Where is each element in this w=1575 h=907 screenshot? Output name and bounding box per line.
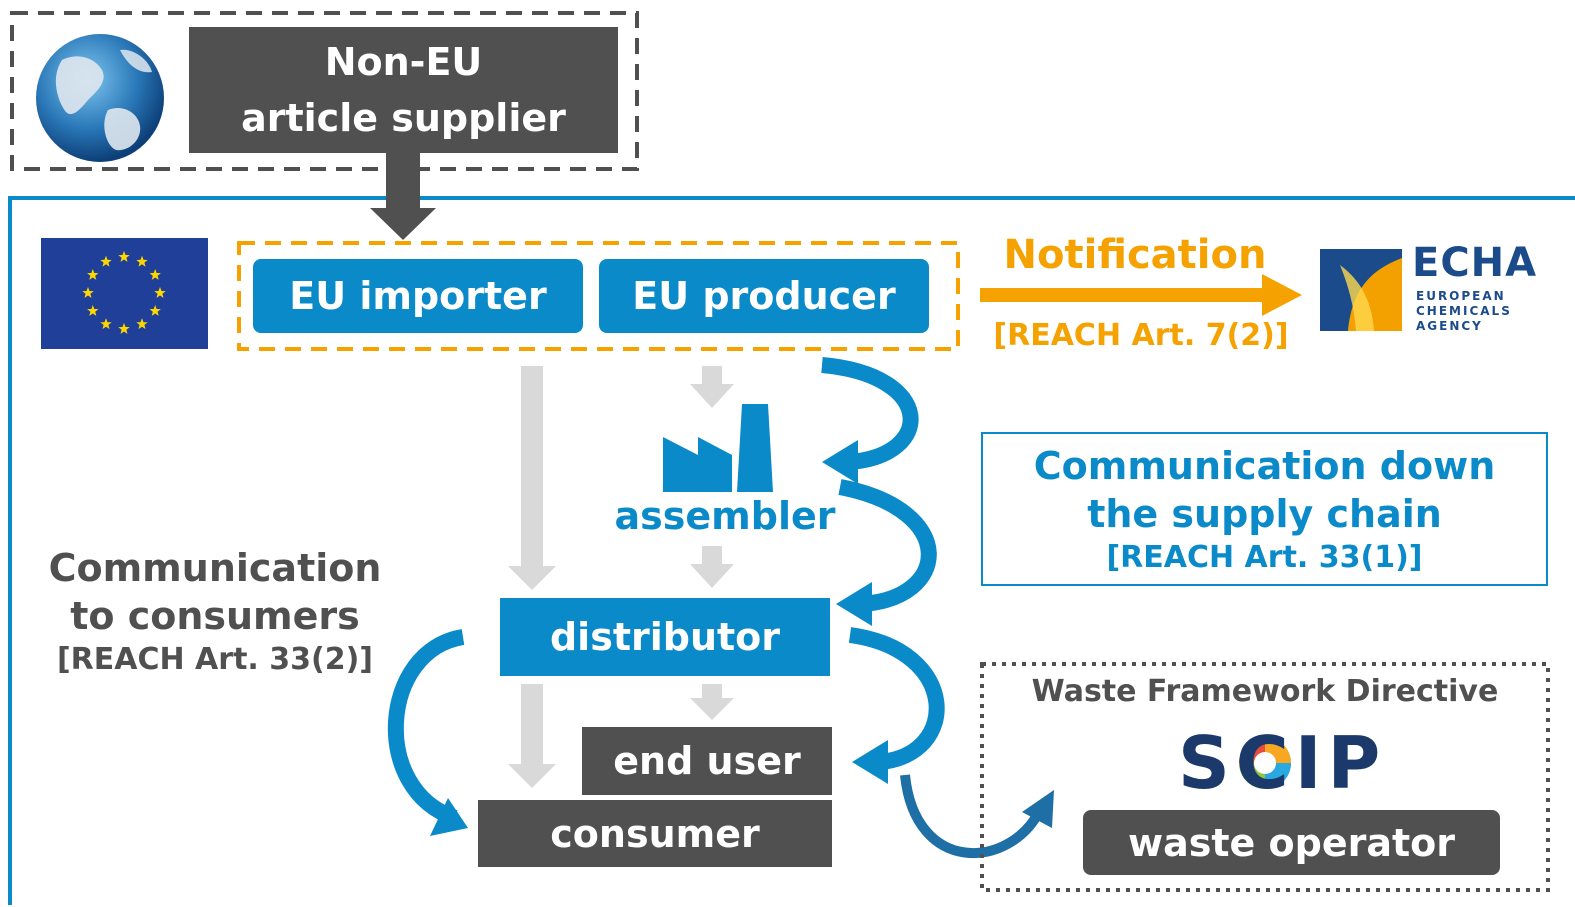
arrow-non-eu-to-eu <box>370 150 436 240</box>
comm-down-ref: [REACH Art. 33(1)] <box>1106 540 1423 575</box>
comm-down-line2: the supply chain <box>1087 492 1442 536</box>
waste-arrow <box>900 774 1045 858</box>
obligated-actors-border <box>237 241 960 351</box>
notification-ref: [REACH Art. 7(2)] <box>993 318 1289 353</box>
end-user-box: end user <box>582 727 832 795</box>
scip-logo-text: SCIP <box>1178 721 1387 805</box>
eu-star <box>149 305 161 316</box>
eu-producer-box: EU producer <box>599 259 929 333</box>
eu-star <box>149 269 161 280</box>
comm-consumers-line2: to consumers <box>70 594 360 638</box>
eu-importer-box: EU importer <box>253 259 583 333</box>
echa-logo-icon <box>1320 249 1402 331</box>
waste-operator-box: waste operator <box>1083 810 1500 875</box>
globe-icon <box>36 34 164 162</box>
eu-star <box>82 287 94 298</box>
comm-down-line1: Communication down <box>1033 444 1496 488</box>
scip-logo-icon <box>1239 737 1291 789</box>
comm-consumers-line1: Communication <box>48 546 382 590</box>
echa-line1: EUROPEAN <box>1416 289 1506 303</box>
eu-star <box>154 287 166 298</box>
consumer-box: consumer <box>478 800 832 867</box>
eu-flag-icon <box>41 238 208 349</box>
echa-name: ECHA <box>1412 240 1538 286</box>
eu-star <box>136 318 148 329</box>
comm-down-border <box>981 432 1548 586</box>
echa-line3: AGENCY <box>1416 319 1483 333</box>
factory-icon <box>663 404 773 492</box>
comm-consumers-ref: [REACH Art. 33(2)] <box>56 642 374 677</box>
non-eu-supplier-box: Non-EU article supplier <box>189 27 618 153</box>
waste-box-border <box>980 662 1550 892</box>
eu-star <box>118 323 130 334</box>
eu-star <box>100 318 112 329</box>
eu-star <box>118 251 130 262</box>
blue-curve-arrows <box>388 357 945 826</box>
assembler-label: assembler <box>614 494 836 538</box>
non-eu-line2: article supplier <box>241 96 566 140</box>
notification-label: Notification <box>1003 232 1267 278</box>
notification-arrow <box>980 274 1302 316</box>
eu-star <box>87 269 99 280</box>
distributor-box: distributor <box>500 598 830 676</box>
eu-star <box>87 305 99 316</box>
waste-title: Waste Framework Directive <box>1031 674 1499 709</box>
non-eu-line1: Non-EU <box>324 40 483 84</box>
eu-star <box>136 255 148 267</box>
grey-arrows <box>508 366 734 788</box>
non-eu-border <box>10 11 639 171</box>
eu-star <box>100 255 112 267</box>
echa-line2: CHEMICALS <box>1416 304 1512 318</box>
eu-region-border <box>8 196 1575 905</box>
